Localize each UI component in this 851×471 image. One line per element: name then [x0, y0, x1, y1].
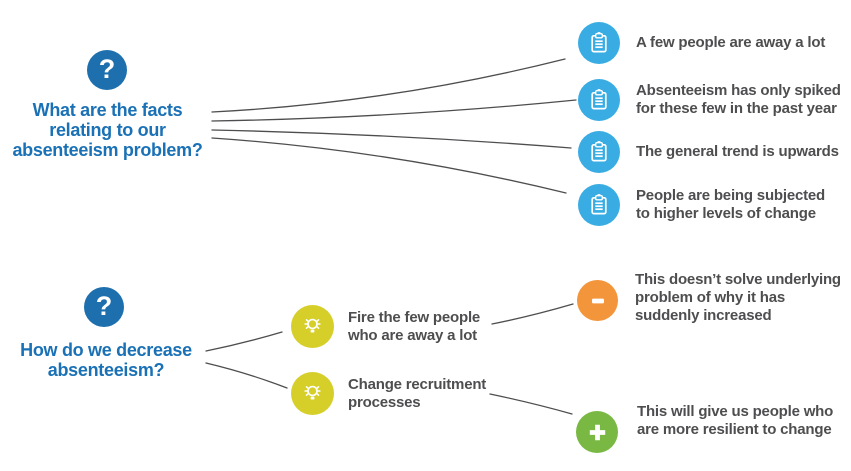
- clipboard-icon: [578, 22, 620, 64]
- plus-icon: [576, 411, 618, 453]
- connector-line: [211, 99, 577, 122]
- question-mark-icon: ?: [87, 50, 127, 90]
- idea-text: Change recruitment processes: [348, 375, 487, 411]
- fact-item: The general trend is upwards: [578, 131, 839, 173]
- clipboard-icon: [578, 131, 620, 173]
- connector-line: [491, 303, 574, 325]
- fact-text: The general trend is upwards: [636, 143, 839, 160]
- lightbulb-icon: [291, 372, 334, 415]
- clipboard-icon: [578, 184, 620, 226]
- connector-line: [211, 58, 566, 113]
- connector-line: [211, 137, 567, 194]
- connector-line: [205, 331, 283, 352]
- connector-line: [211, 129, 572, 149]
- lightbulb-icon: [291, 305, 334, 348]
- question-mark-glyph: ?: [95, 290, 113, 321]
- connector-line: [205, 362, 288, 389]
- idea-text: Fire the few people who are away a lot: [348, 308, 481, 344]
- fact-item: People are being subjected to higher lev…: [578, 184, 825, 226]
- fact-text: Absenteeism has only spiked for these fe…: [636, 82, 841, 117]
- question-text: How do we decrease absenteeism?: [20, 340, 192, 380]
- question-text: What are the facts relating to our absen…: [12, 100, 203, 160]
- question-mark-glyph: ?: [98, 53, 116, 84]
- clipboard-icon: [578, 79, 620, 121]
- idea-item: Change recruitment processes: [291, 372, 486, 415]
- fact-item: A few people are away a lot: [578, 22, 825, 64]
- idea-item: Fire the few people who are away a lot: [291, 305, 480, 348]
- minus-icon: [577, 280, 618, 321]
- connector-line: [489, 393, 573, 415]
- question-mark-icon: ?: [84, 287, 124, 327]
- fact-text: A few people are away a lot: [636, 34, 826, 51]
- fact-text: People are being subjected to higher lev…: [636, 187, 826, 222]
- evaluation-text: This will give us people who are more re…: [637, 403, 834, 438]
- fact-item: Absenteeism has only spiked for these fe…: [578, 79, 841, 121]
- evaluation-text: This doesn’t solve underlying problem of…: [635, 271, 841, 324]
